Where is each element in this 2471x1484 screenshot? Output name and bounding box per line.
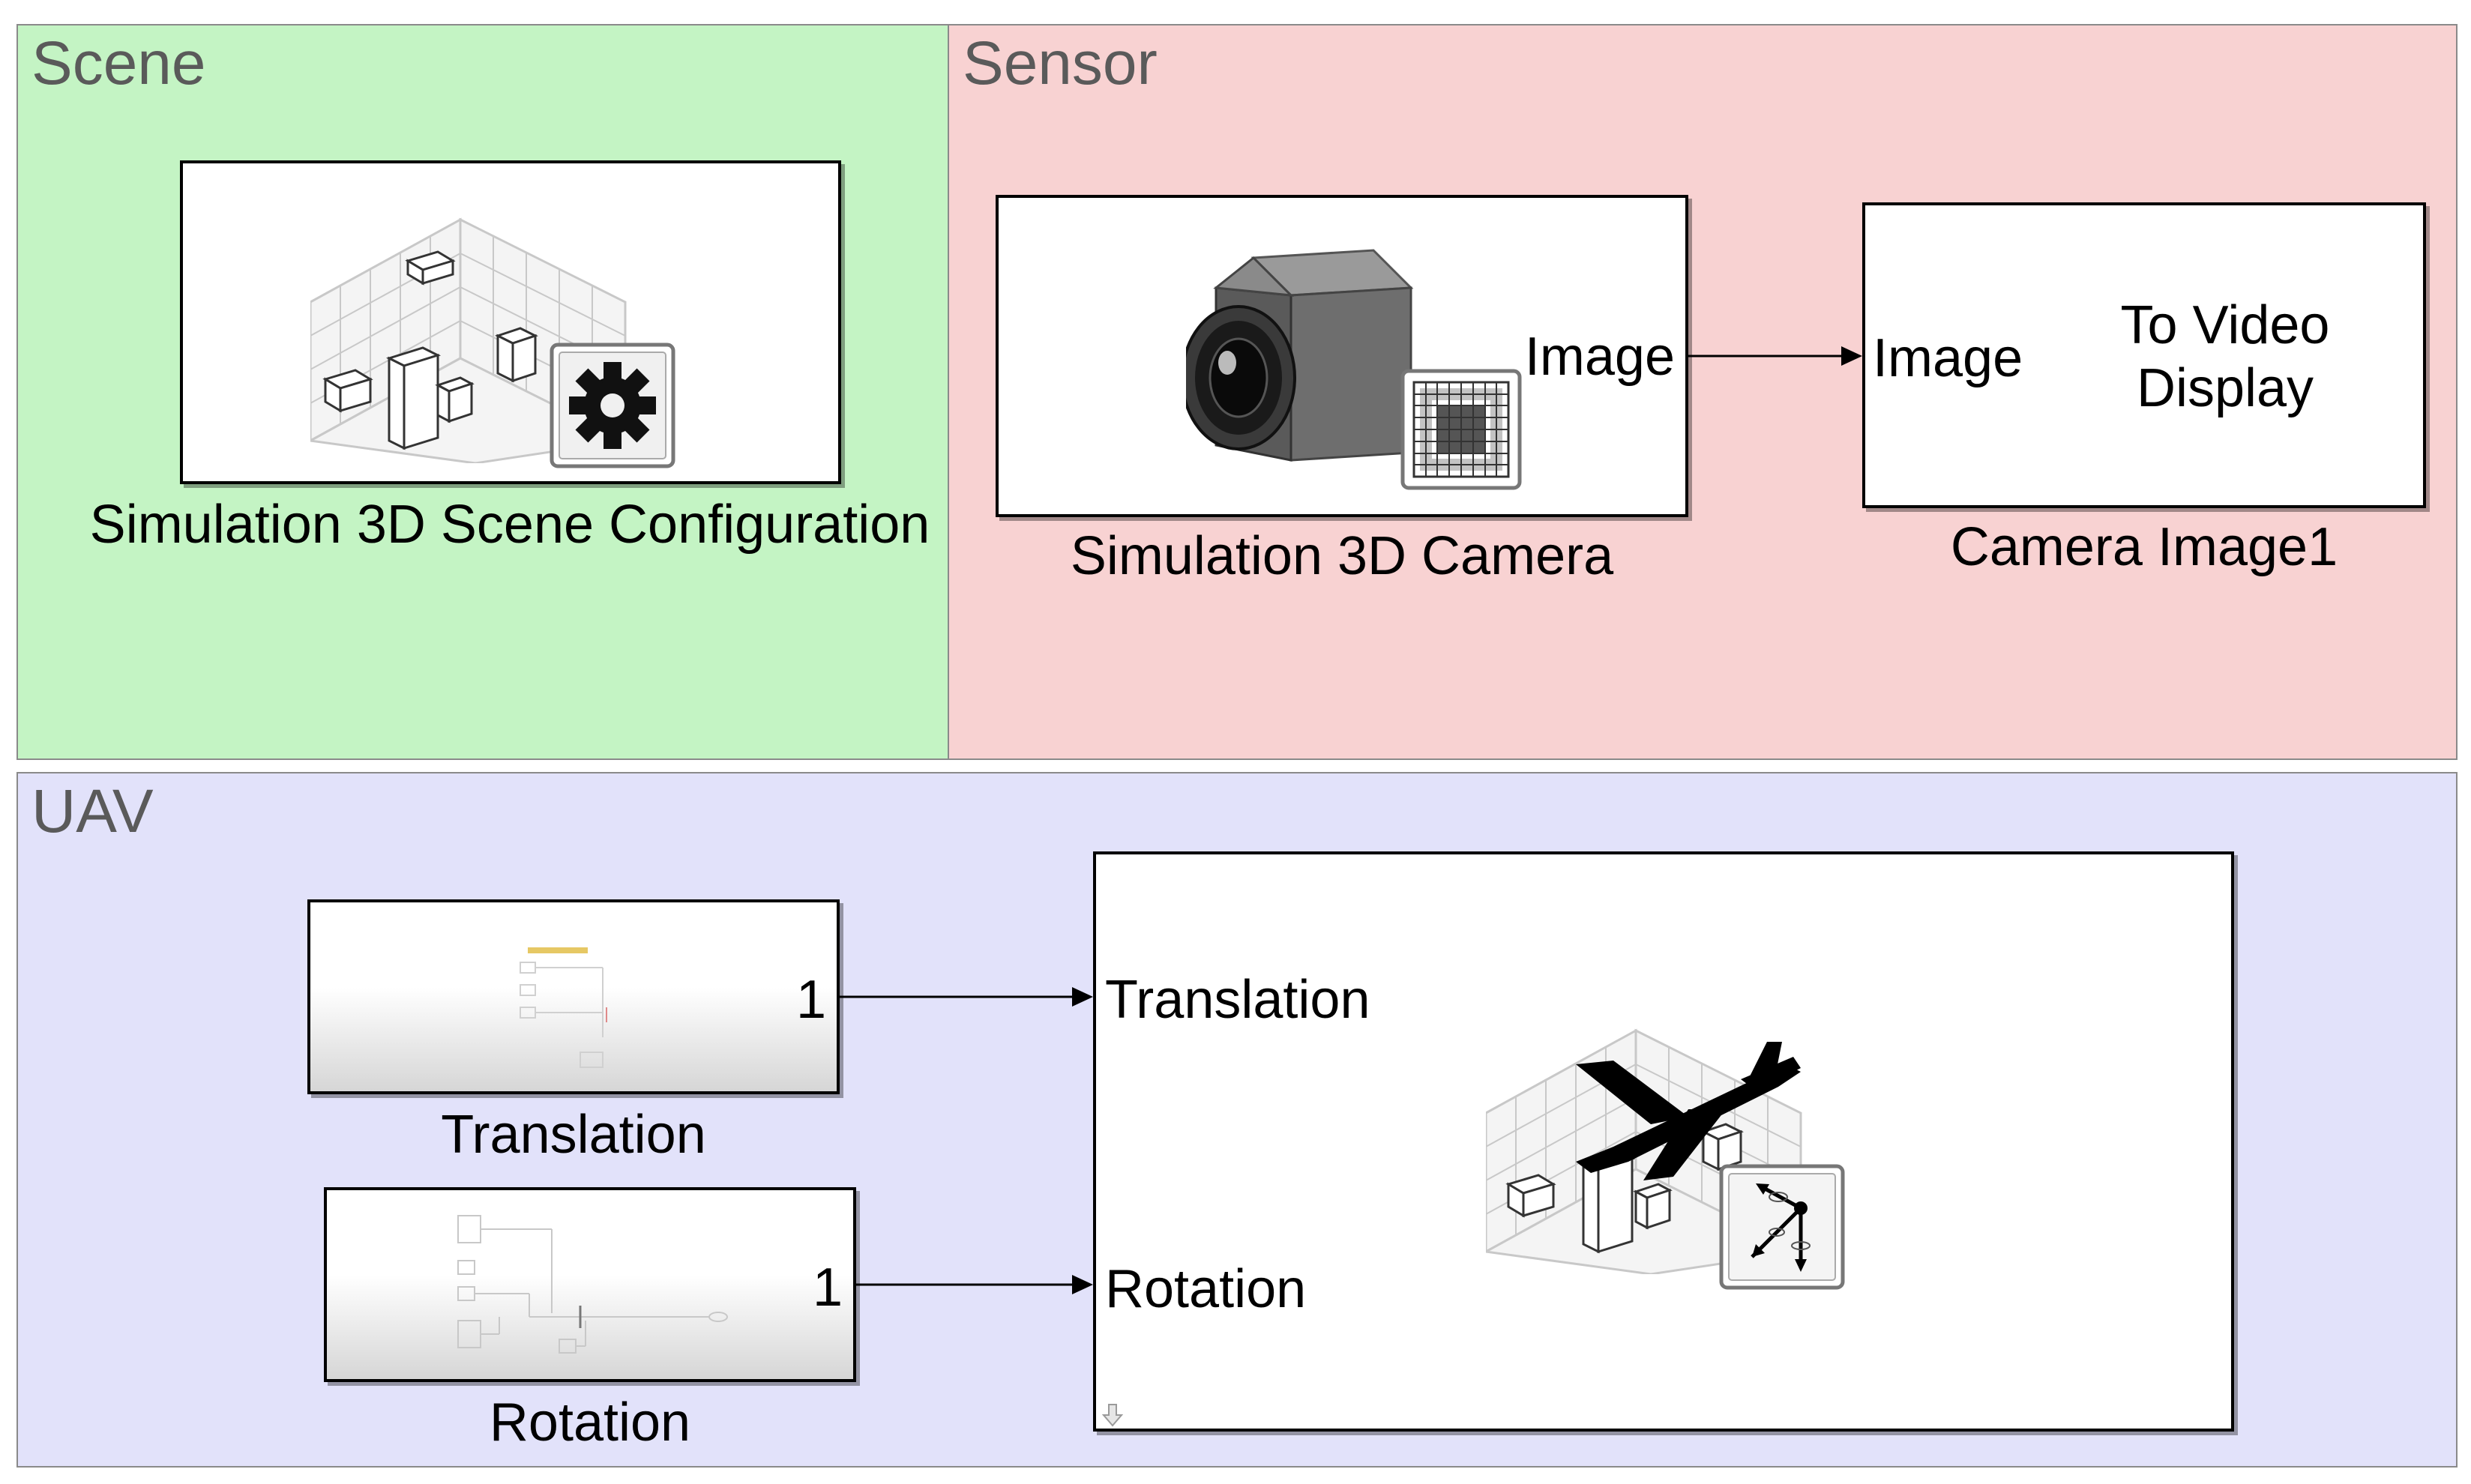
video-display-title-line1: To Video [2120, 295, 2330, 355]
uav-rotation-input-port-label: Rotation [1105, 1259, 1307, 1319]
video-display-input-port-label: Image [1873, 328, 2023, 388]
camera-output-port-label: Image [1524, 327, 1675, 387]
translation-block-label: Translation [441, 1105, 706, 1165]
scene-area-title: Scene [31, 29, 206, 97]
rotation-output-port-label: 1 [812, 1258, 843, 1318]
translation-output-port-label: 1 [795, 970, 826, 1030]
translation-block[interactable]: 1 [307, 899, 840, 1094]
scene-config-block[interactable] [180, 160, 841, 484]
video-display-block[interactable]: Image To Video Display [1862, 202, 2426, 508]
video-display-block-label: Camera Image1 [1950, 517, 2338, 577]
uav-vehicle-block[interactable]: Translation Rotation [1093, 851, 2234, 1432]
subsystem-diagram-icon [457, 1215, 728, 1354]
down-arrow-icon [1102, 1404, 1123, 1427]
sensor-area-title: Sensor [963, 29, 1158, 97]
scene-config-label: Simulation 3D Scene Configuration [89, 495, 930, 555]
rotation-block-label: Rotation [489, 1393, 691, 1453]
axes-rotation-icon [1719, 1164, 1845, 1290]
subsystem-diagram-icon [520, 947, 607, 1068]
pixel-grid-icon [1400, 369, 1522, 490]
gear-icon [550, 343, 675, 468]
airplane-icon [1576, 1042, 1801, 1180]
camera-block[interactable]: Image [996, 195, 1688, 517]
camera-icon [1186, 249, 1414, 462]
video-display-title-line2: Display [2136, 358, 2314, 418]
uav-area-title: UAV [31, 777, 154, 845]
rotation-block[interactable]: 1 [324, 1187, 856, 1382]
camera-block-label: Simulation 3D Camera [1070, 526, 1614, 586]
uav-translation-input-port-label: Translation [1105, 970, 1370, 1030]
